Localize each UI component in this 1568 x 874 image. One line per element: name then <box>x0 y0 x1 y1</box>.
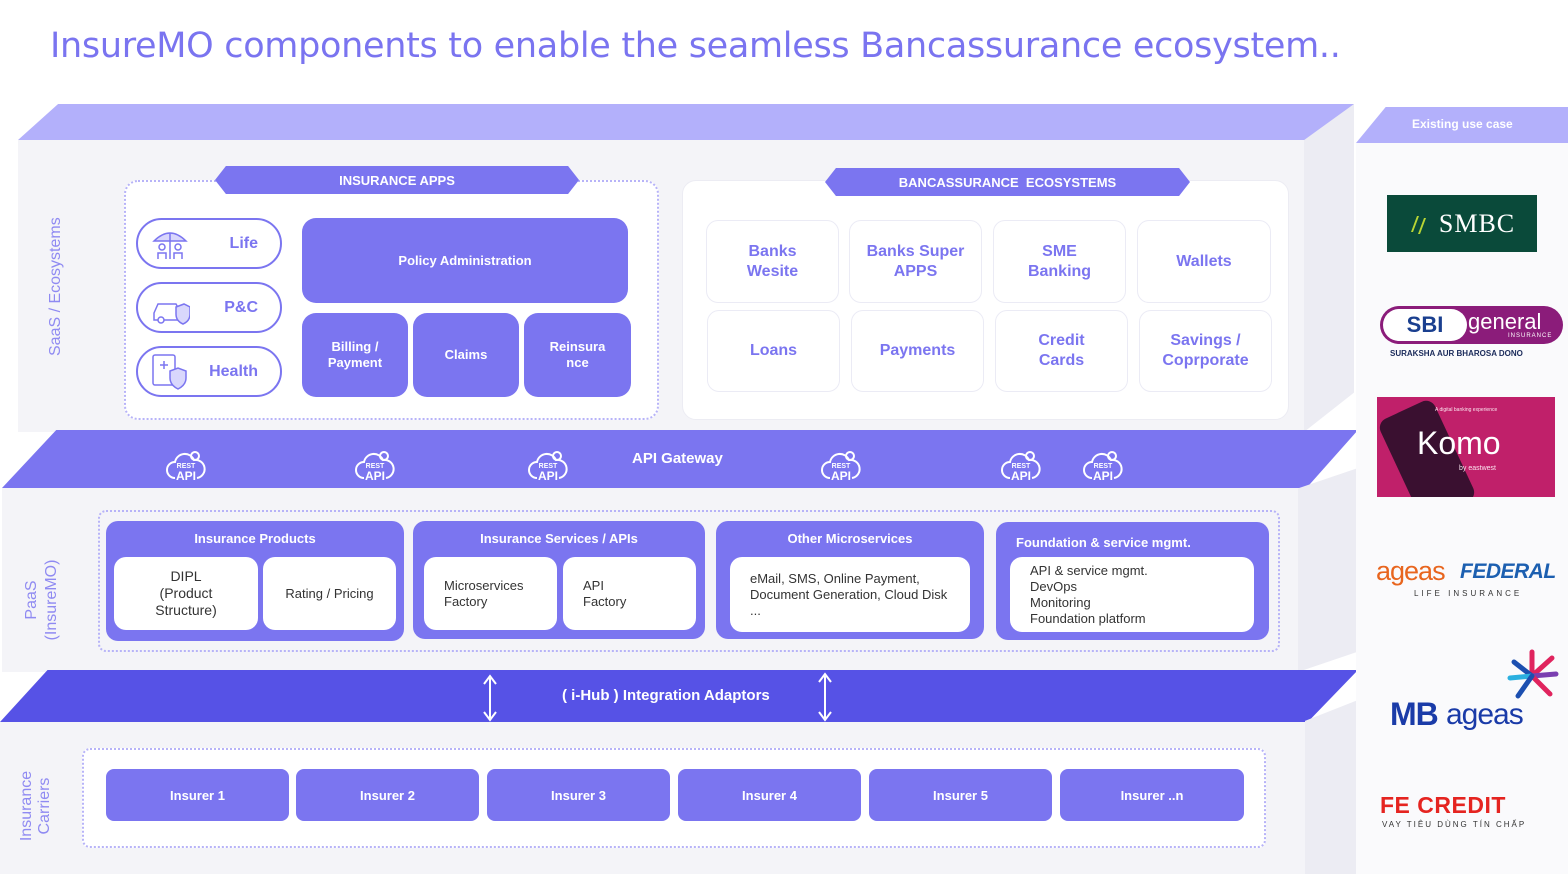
rest-api-icon: REST API <box>165 448 207 484</box>
sbi-wordmark: SBI <box>1406 312 1444 337</box>
dipl-card[interactable]: DIPL (Product Structure) <box>114 557 258 630</box>
carriers-layer-side <box>1305 700 1358 874</box>
saas-layer-top <box>18 104 1354 140</box>
api-text: API <box>830 469 851 483</box>
komo-wordmark: Komo <box>1417 425 1501 461</box>
smbc-logo: SMBC <box>1387 195 1537 252</box>
fe-credit-wordmark: FE CREDIT <box>1380 792 1506 818</box>
reinsurance-box[interactable]: Reinsura nce <box>524 313 631 397</box>
app-pnc-label: P&C <box>224 298 258 316</box>
api-text: API <box>537 469 558 483</box>
app-life[interactable]: Life <box>136 218 282 269</box>
insurer-box[interactable]: Insurer 5 <box>869 769 1052 821</box>
paas-layer-side <box>1298 468 1358 672</box>
api-gateway-label: API Gateway <box>632 450 723 467</box>
ageas-federal-logo: ageas FEDERAL LIFE INSURANCE <box>1376 556 1556 602</box>
bancassurance-heading: BANCASSURANCE ECOSYSTEMS <box>825 168 1190 196</box>
saas-layer-label: SaaS / Ecosystems <box>47 217 64 356</box>
existing-use-case-column <box>1356 143 1568 874</box>
policy-administration-box[interactable]: Policy Administration <box>302 218 628 303</box>
eco-savings-corporate[interactable]: Savings / Coprporate <box>1139 310 1272 392</box>
api-factory-card[interactable]: API Factory <box>563 557 696 630</box>
eco-credit-cards[interactable]: Credit Cards <box>995 310 1128 392</box>
rest-text: REST <box>176 463 196 470</box>
eco-loans[interactable]: Loans <box>707 310 840 392</box>
insurer-box[interactable]: Insurer 1 <box>106 769 289 821</box>
api-text: API <box>175 469 196 483</box>
ihub-band <box>0 670 1358 722</box>
eco-payments[interactable]: Payments <box>851 310 984 392</box>
ihub-label: ( i-Hub ) Integration Adaptors <box>562 687 770 704</box>
insurance-products-title: Insurance Products <box>194 531 316 546</box>
rest-text: REST <box>365 463 385 470</box>
eco-wallets[interactable]: Wallets <box>1137 220 1271 303</box>
rest-api-icon: REST API <box>354 448 396 484</box>
car-shield-icon <box>153 303 190 325</box>
insurance-apps-heading: INSURANCE APPS <box>215 166 579 194</box>
foundation-card[interactable]: API & service mgmt. DevOps Monitoring Fo… <box>1010 557 1254 632</box>
insurer-box[interactable]: Insurer 3 <box>487 769 670 821</box>
mb-wordmark: MB <box>1390 696 1439 732</box>
api-gateway-band <box>2 430 1358 488</box>
bidirectional-arrow-icon <box>818 672 832 722</box>
api-text: API <box>364 469 385 483</box>
smbc-mark-icon <box>1410 215 1426 234</box>
saas-layer-side <box>1304 104 1354 432</box>
api-text: API <box>1010 469 1031 483</box>
komo-kicker: A digital banking experience <box>1435 407 1498 413</box>
ageas-wordmark: ageas <box>1376 556 1446 586</box>
bidirectional-arrow-icon <box>483 674 497 722</box>
claims-box[interactable]: Claims <box>413 313 519 397</box>
mb-ageas-logo: MB ageas <box>1390 648 1566 740</box>
sbi-general-logo: SBI general INSURANCE SURAKSHA AUR BHARO… <box>1380 306 1563 362</box>
smbc-wordmark: SMBC <box>1438 208 1516 238</box>
app-life-label: Life <box>229 234 258 252</box>
eco-banks-super-apps[interactable]: Banks Super APPS <box>849 220 982 303</box>
rest-api-icon: REST API <box>527 448 569 484</box>
existing-use-case-heading: Existing use case <box>1356 107 1568 143</box>
rest-text: REST <box>538 463 558 470</box>
rest-text: REST <box>831 463 851 470</box>
rest-api-icon: REST API <box>1082 448 1124 484</box>
paas-group-border <box>98 510 1280 652</box>
rating-pricing-card[interactable]: Rating / Pricing <box>263 557 396 630</box>
other-microservices-card[interactable]: eMail, SMS, Online Payment, Document Gen… <box>730 557 970 632</box>
billing-payment-box[interactable]: Billing / Payment <box>302 313 408 397</box>
starburst-icon <box>1507 649 1559 699</box>
page-title: InsureMO components to enable the seamle… <box>50 26 1341 66</box>
fe-credit-logo: FE CREDIT VAY TIÊU DÙNG TÍN CHẤP <box>1380 792 1560 832</box>
rest-api-icon: REST API <box>820 448 862 484</box>
foundation-title: Foundation & service mgmt. <box>1016 535 1191 550</box>
eco-banks-website[interactable]: Banks Wesite <box>706 220 839 303</box>
rest-text: REST <box>1011 463 1031 470</box>
medical-shield-icon <box>152 354 187 390</box>
mb-ageas-wordmark: ageas <box>1446 698 1524 731</box>
federal-wordmark: FEDERAL <box>1460 560 1556 583</box>
rest-text: REST <box>1093 463 1113 470</box>
komo-by: by eastwest <box>1459 465 1496 472</box>
paas-layer-label: PaaS (InsureMO) <box>23 559 60 641</box>
rest-api-icon: REST API <box>1000 448 1042 484</box>
insurance-services-title: Insurance Services / APIs <box>480 531 638 546</box>
general-wordmark: general <box>1468 309 1542 334</box>
ageas-federal-subtitle: LIFE INSURANCE <box>1414 589 1523 598</box>
insurer-box[interactable]: Insurer 2 <box>296 769 479 821</box>
other-microservices-title: Other Microservices <box>787 531 913 546</box>
insurer-box[interactable]: Insurer 4 <box>678 769 861 821</box>
existing-use-case-label: Existing use case <box>1412 117 1513 131</box>
eco-sme-banking[interactable]: SME Banking <box>993 220 1126 303</box>
app-health[interactable]: Health <box>136 346 282 397</box>
microservices-factory-card[interactable]: Microservices Factory <box>424 557 557 630</box>
app-health-label: Health <box>209 362 258 380</box>
family-umbrella-icon <box>152 232 188 259</box>
insurer-box[interactable]: Insurer ..n <box>1060 769 1244 821</box>
komo-logo: A digital banking experience Komo by eas… <box>1377 397 1555 497</box>
fe-credit-tagline: VAY TIÊU DÙNG TÍN CHẤP <box>1382 820 1527 829</box>
carriers-layer-label: Insurance Carriers <box>18 770 53 842</box>
app-pnc[interactable]: P&C <box>136 282 282 333</box>
api-text: API <box>1092 469 1113 483</box>
sbi-insurance-text: INSURANCE <box>1508 333 1553 339</box>
sbi-tagline: SURAKSHA AUR BHAROSA DONO <box>1390 349 1523 358</box>
